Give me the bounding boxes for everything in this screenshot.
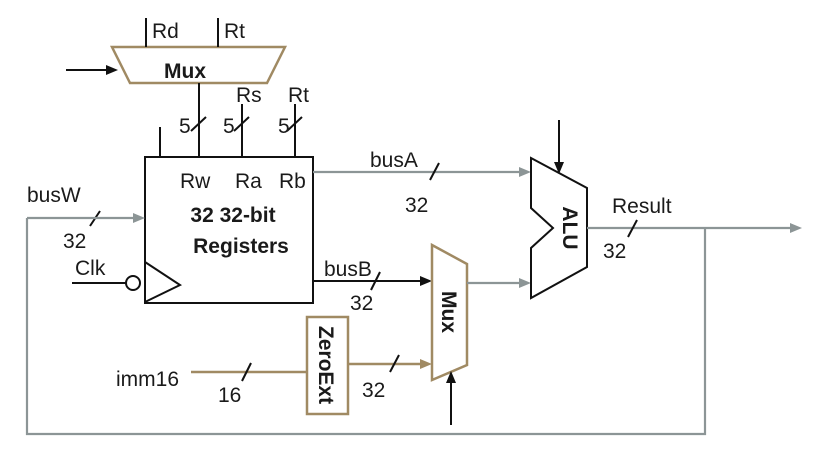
rd-label: Rd — [152, 20, 179, 43]
alu-mux-output-arrow — [519, 278, 531, 288]
register-file-title-line1: 32 32-bit — [190, 204, 275, 227]
zeroext-block: ZeroExt — [305, 315, 350, 416]
clock-edge-triangle — [144, 261, 183, 303]
top-mux: Mux Rd Rt — [66, 18, 288, 85]
alu-mux-label: Mux — [437, 291, 460, 333]
alu: ALU — [530, 156, 588, 300]
result-label: Result — [612, 195, 672, 218]
register-file-box — [144, 156, 314, 304]
busa-width-label: 32 — [405, 194, 428, 217]
rs-label: Rs — [236, 84, 262, 107]
clk-inverter-bubble — [125, 275, 141, 291]
zeroext-label: ZeroExt — [314, 326, 337, 404]
rb-width-label: 5 — [278, 115, 290, 138]
clk-label: Clk — [75, 257, 106, 280]
busa-arrow — [519, 167, 531, 177]
busw-width-label: 32 — [63, 230, 86, 253]
zeroext-output-arrow — [420, 359, 432, 369]
busw-label: busW — [27, 184, 81, 207]
busa-width-slash — [429, 162, 440, 181]
zeroext-out-width-label: 32 — [362, 379, 385, 402]
imm16-label: imm16 — [116, 368, 179, 391]
top-mux-select-arrow — [106, 65, 118, 75]
busw-arrow — [133, 213, 145, 223]
result-width-slash — [627, 219, 638, 238]
port-ra-label: Ra — [235, 170, 262, 193]
writeback-feedback-wire — [25, 218, 707, 436]
imm16-width-label: 16 — [218, 384, 241, 407]
register-file-title-line2: Registers — [193, 235, 289, 258]
zeroext-out-width-slash — [389, 354, 400, 373]
busb-arrow — [420, 276, 432, 286]
alu-mux-select-arrow — [446, 371, 456, 383]
ra-width-slash — [233, 116, 250, 132]
alu-label: ALU — [558, 206, 581, 249]
busb-width-label: 32 — [350, 292, 373, 315]
busb-width-slash — [370, 271, 381, 291]
busb-label: busB — [324, 258, 372, 281]
register-file: Rw Ra Rb 32 32-bit Registers — [144, 156, 314, 304]
top-mux-shape — [109, 45, 288, 85]
ra-width-label: 5 — [223, 115, 235, 138]
alu-mux-shape — [430, 242, 469, 382]
result-width-label: 32 — [603, 240, 626, 263]
rw-width-slash — [190, 116, 207, 132]
rt-label-rb: Rt — [288, 84, 309, 107]
rb-width-slash — [286, 116, 303, 132]
alu-shape — [530, 156, 588, 300]
alu-control-arrow — [554, 162, 564, 174]
alu-mux: Mux — [430, 242, 469, 382]
port-rw-label: Rw — [180, 170, 211, 193]
result-arrow — [790, 223, 802, 233]
rw-width-label: 5 — [179, 115, 191, 138]
port-rb-label: Rb — [279, 170, 306, 193]
busa-label: busA — [370, 149, 418, 172]
top-mux-label: Mux — [164, 60, 206, 83]
zeroext-box — [305, 315, 350, 416]
imm16-width-slash — [241, 362, 252, 382]
rt-label-top: Rt — [224, 20, 245, 43]
